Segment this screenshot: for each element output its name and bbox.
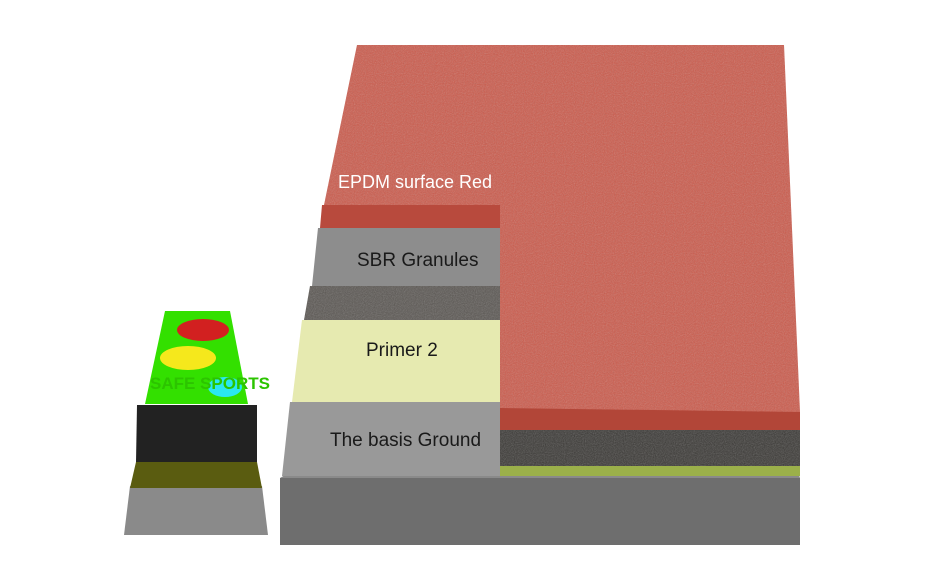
label-basis: The basis Ground: [330, 430, 482, 451]
small-block-base: [124, 486, 268, 535]
right-primer-line: [500, 466, 800, 476]
small-block-black: [136, 405, 257, 462]
label-sbr: SBR Granules: [357, 250, 479, 271]
label-epdm: EPDM surface Red: [338, 172, 493, 192]
small-block-olive: [130, 462, 262, 488]
cyan-circle: [208, 377, 242, 397]
epdm-right-front: [500, 408, 800, 430]
sbr-layer: [312, 228, 500, 286]
primer-layer: [292, 320, 500, 402]
red-circle: [177, 319, 229, 341]
basis-layer: [282, 402, 500, 476]
epdm-strip: [320, 205, 500, 228]
small-block-logo-text: SAFE SPORTS: [150, 374, 270, 393]
base-slab: [280, 478, 800, 545]
label-primer: Primer 2: [366, 340, 438, 361]
yellow-circle: [160, 346, 216, 370]
